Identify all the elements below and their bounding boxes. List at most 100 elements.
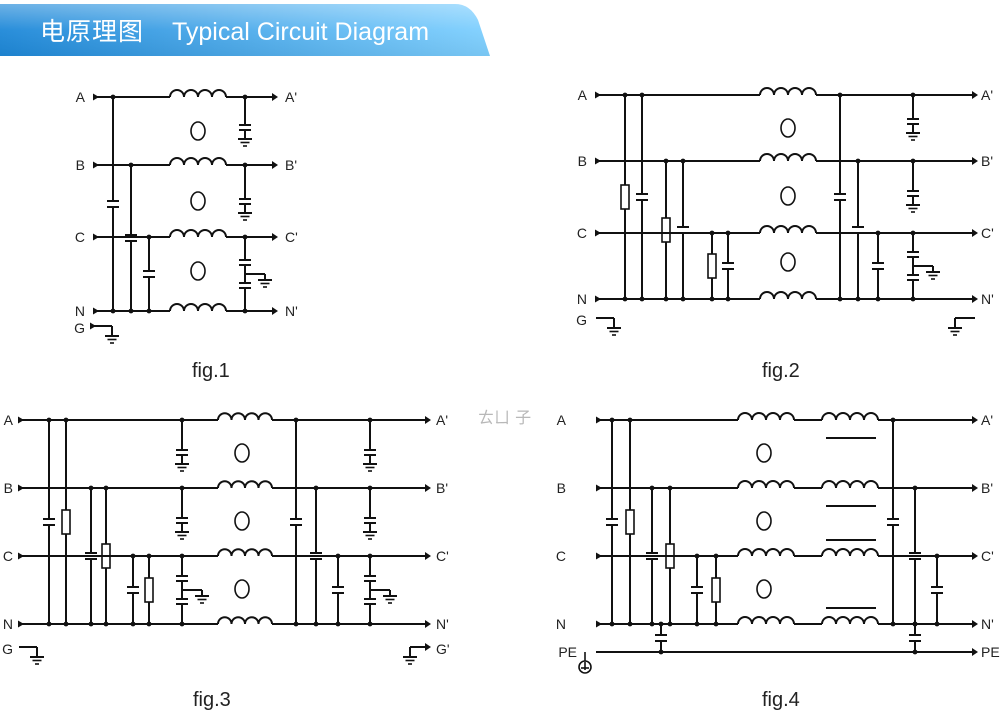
input-marker	[18, 552, 24, 560]
output-label: N'	[436, 616, 449, 632]
junction-dot	[622, 296, 628, 302]
inductor	[821, 548, 879, 557]
fig4-caption: fig.4	[762, 689, 800, 711]
junction-dot	[680, 158, 686, 164]
junction-dot	[103, 621, 109, 627]
junction-dot	[179, 621, 185, 627]
junction-dot	[128, 162, 134, 168]
junction-dot	[912, 621, 918, 627]
junction-dot	[242, 234, 248, 240]
input-marker	[596, 416, 602, 424]
arrow-marker	[972, 620, 978, 628]
input-marker	[90, 322, 96, 330]
junction-dot	[875, 230, 881, 236]
output-label: C'	[981, 548, 994, 564]
inductor	[217, 412, 273, 421]
junction-dot	[890, 417, 896, 423]
junction-dot	[713, 553, 719, 559]
ferrite-core	[756, 443, 772, 463]
junction-dot	[335, 621, 341, 627]
junction-dot	[912, 649, 918, 655]
input-marker	[596, 484, 602, 492]
watermark-text: ㄊㄩ 子	[478, 408, 531, 427]
output-label: N'	[981, 291, 994, 307]
junction-dot	[709, 296, 715, 302]
ferrite-core	[234, 443, 250, 463]
ferrite-core	[756, 511, 772, 531]
watermark: ㄊㄩ 子	[478, 408, 531, 427]
arrow-marker	[972, 416, 978, 424]
ferrite-core	[190, 261, 206, 281]
fig3-caption: fig.3	[193, 689, 231, 711]
junction-dot	[709, 230, 715, 236]
input-label: N	[3, 616, 13, 632]
junction-dot	[910, 296, 916, 302]
junction-dot	[335, 553, 341, 559]
ferrite-core	[234, 579, 250, 599]
input-marker	[18, 416, 24, 424]
output-label: B'	[981, 153, 993, 169]
output-label: A'	[285, 89, 297, 105]
junction-dot	[658, 621, 664, 627]
input-marker	[93, 161, 99, 169]
inductor	[821, 480, 879, 489]
inductor	[169, 89, 227, 98]
junction-dot	[130, 553, 136, 559]
output-label: A'	[981, 87, 993, 103]
junction-dot	[146, 621, 152, 627]
fig1-caption: fig.1	[192, 360, 230, 382]
arrow-marker	[972, 157, 978, 165]
input-label: A	[557, 412, 567, 428]
input-label: N	[75, 303, 85, 319]
junction-dot	[639, 92, 645, 98]
resistor	[620, 184, 630, 210]
arrow-marker	[425, 620, 431, 628]
output-label: B'	[436, 480, 448, 496]
arrow-marker	[972, 295, 978, 303]
resistor	[707, 253, 717, 279]
junction-dot	[130, 621, 136, 627]
junction-dot	[179, 417, 185, 423]
output-label: A'	[981, 412, 993, 428]
junction-dot	[855, 296, 861, 302]
junction-dot	[293, 621, 299, 627]
output-label: B'	[285, 157, 297, 173]
resistor	[61, 509, 71, 535]
junction-dot	[627, 621, 633, 627]
fig2-caption: fig.2	[762, 360, 800, 382]
arrow-marker	[972, 91, 978, 99]
inductor	[737, 616, 795, 625]
input-marker	[595, 91, 601, 99]
junction-dot	[367, 553, 373, 559]
junction-dot	[103, 485, 109, 491]
junction-dot	[313, 485, 319, 491]
junction-dot	[667, 485, 673, 491]
output-label: C'	[981, 225, 994, 241]
junction-dot	[694, 621, 700, 627]
input-marker	[93, 93, 99, 101]
junction-dot	[934, 553, 940, 559]
junction-dot	[88, 485, 94, 491]
inductor	[169, 303, 227, 312]
junction-dot	[367, 485, 373, 491]
junction-dot	[367, 621, 373, 627]
input-label: B	[557, 480, 566, 496]
junction-dot	[627, 417, 633, 423]
resistor	[711, 577, 721, 603]
inductor	[759, 153, 817, 162]
junction-dot	[910, 230, 916, 236]
inductor	[217, 480, 273, 489]
input-marker	[18, 620, 24, 628]
arrow-marker	[272, 93, 278, 101]
junction-dot	[912, 485, 918, 491]
arrow-marker	[972, 552, 978, 560]
input-marker	[596, 552, 602, 560]
resistor	[625, 509, 635, 535]
output-label: C'	[285, 229, 298, 245]
arrow-marker	[272, 161, 278, 169]
inductor	[759, 87, 817, 96]
output-label: C'	[436, 548, 449, 564]
junction-dot	[658, 649, 664, 655]
